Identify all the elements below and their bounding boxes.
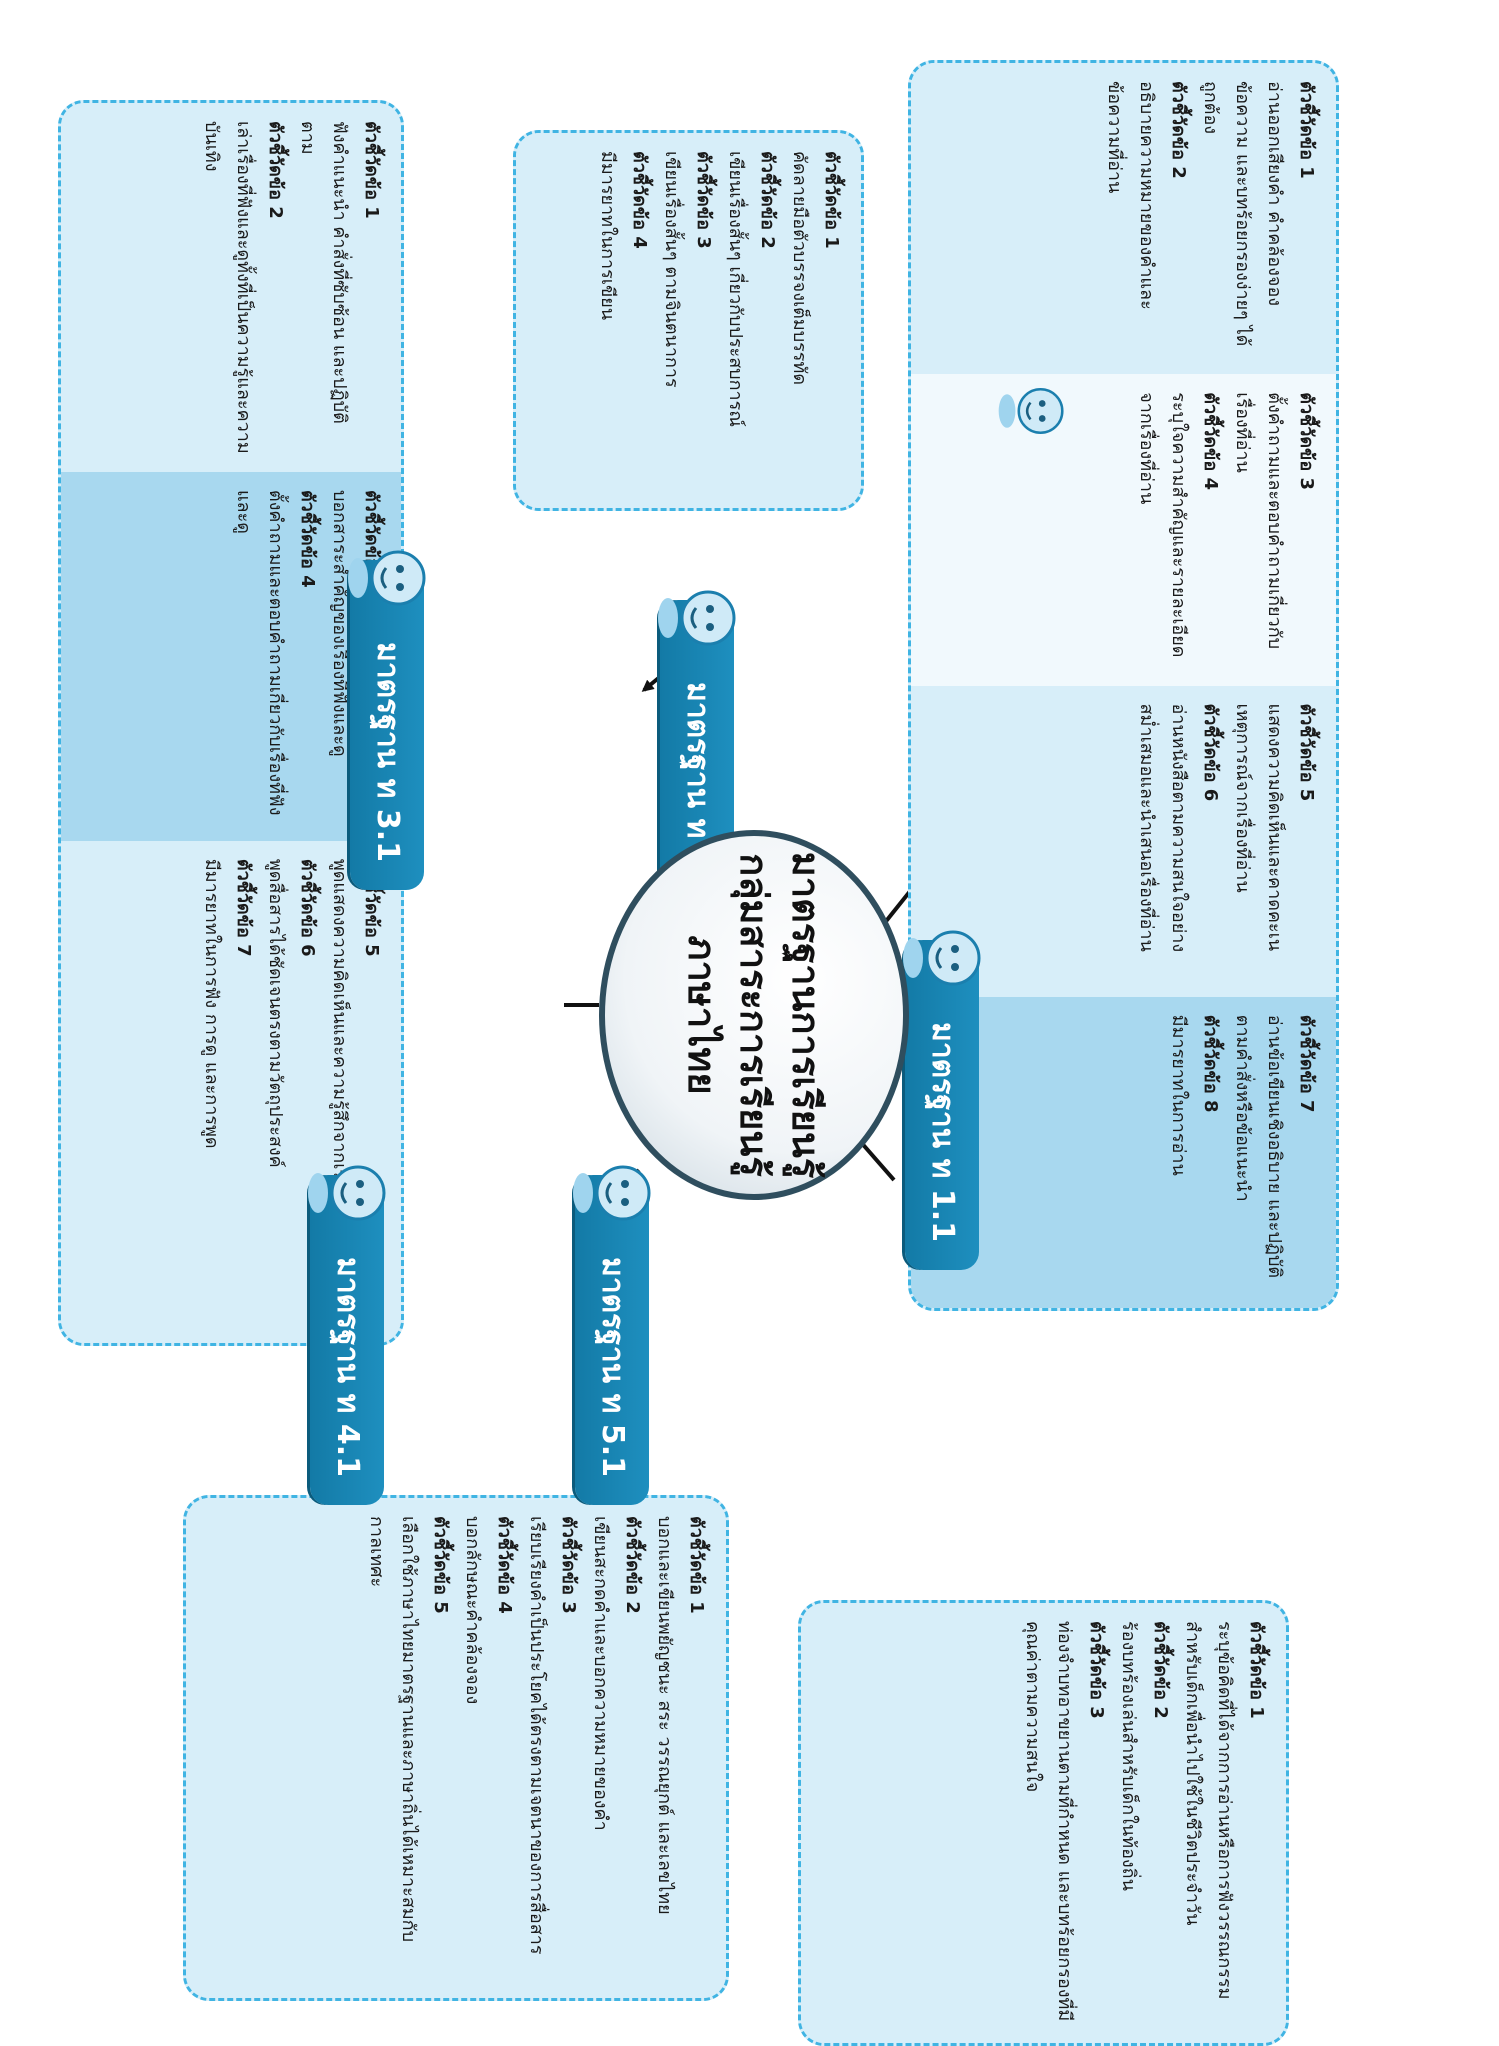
indicator-title: ตัวชี้วัดข้อ 2 (757, 151, 778, 249)
link-center-3-1 (857, 1138, 896, 1182)
indicator-text: มีมารยาทในการอ่าน (1168, 1014, 1189, 1176)
indicator-text: ท่องจำบทอาขยานตามที่กำหนด และบทร้อยกรองท… (1022, 1621, 1075, 2022)
indicator-title: ตัวชี้วัดข้อ 2 (622, 1516, 643, 1614)
indicator-text: บอกและเขียนพยัญชนะ สระ วรรณยุกต์ และเลขไ… (654, 1516, 675, 1915)
indicator-text: คัดลายมือตัวบรรจงเต็มบรรทัด (789, 151, 810, 386)
standard-2-1-box: ตัวชี้วัดข้อ 1 คัดลายมือตัวบรรจงเต็มบรรทั… (513, 130, 864, 511)
indicator-text: เลือกใช้ภาษาไทยมาตรฐานและภาษาถิ่นได้เหมา… (366, 1516, 419, 1943)
indicator-title: ตัวชี้วัดข้อ 1 (361, 121, 382, 219)
indicator-text: อ่านหนังสือตามความสนใจอย่างสม่ำเสมอและนำ… (1136, 703, 1189, 953)
indicator-title: ตัวชี้วัดข้อ 4 (494, 1516, 515, 1614)
indicator-title: ตัวชี้วัดข้อ 6 (1200, 703, 1221, 802)
indicator-title: ตัวชี้วัดข้อ 2 (1168, 81, 1189, 179)
indicator-text: บอกลักษณะคำคล้องจอง (462, 1516, 483, 1705)
indicator-title: ตัวชี้วัดข้อ 4 (629, 151, 650, 249)
indicator-text: ฟังคำแนะนำ คำสั่งที่ซับซ้อน และปฏิบัติตา… (297, 121, 350, 424)
mascot-icon (658, 590, 736, 646)
indicator-text: อธิบายความหมายของคำและข้อความที่อ่าน (1104, 81, 1157, 310)
indicator-col: ตัวชี้วัดข้อ 3 ตั้งคำถามและตอบคำถามเกี่ยว… (911, 374, 1336, 686)
indicator-col: ตัวชี้วัดข้อ 1 บอกและเขียนพยัญชนะ สระ วรร… (186, 1498, 726, 1998)
indicator-text: อ่านข้อเขียนเชิงอธิบาย และปฏิบัติตามคำสั… (1232, 1014, 1285, 1279)
indicator-title: ตัวชี้วัดข้อ 4 (1200, 392, 1221, 490)
indicator-col: ตัวชี้วัดข้อ 1 คัดลายมือตัวบรรจงเต็มบรรทั… (516, 133, 861, 508)
indicator-col: ตัวชี้วัดข้อ 1 ระบุข้อคิดที่ได้จากการอ่าน… (801, 1603, 1286, 2043)
indicator-title: ตัวชี้วัดข้อ 1 (821, 151, 842, 249)
center-title-line2: กลุ่มสาระการเรียนรู้ (732, 853, 777, 1177)
indicator-text: ระบุใจความสำคัญและรายละเอียดจากเรื่องที่… (1136, 392, 1189, 658)
standard-label: มาตรฐาน ท 5.1 (595, 1257, 630, 1477)
standard-label: มาตรฐาน ท 3.1 (370, 642, 405, 862)
indicator-text: ร้องบทร้องเล่นสำหรับเด็กในท้องถิ่น (1118, 1621, 1139, 1891)
indicator-text: มีมารยาทในการเขียน (597, 151, 618, 321)
standard-5-1-box: ตัวชี้วัดข้อ 1 ระบุข้อคิดที่ได้จากการอ่าน… (798, 1600, 1289, 2046)
indicator-col: ตัวชี้วัดข้อ 1 อ่านออกเสียงคำ คำคล้องจอง … (911, 63, 1336, 375)
standard-label: มาตรฐาน ท 1.1 (925, 1022, 960, 1242)
indicator-text: ตั้งคำถามและตอบคำถามเกี่ยวกับเรื่องที่อ่… (1232, 392, 1285, 650)
indicator-title: ตัวชี้วัดข้อ 1 (1296, 81, 1317, 179)
center-topic: มาตรฐานการเรียนรู้ กลุ่มสาระการเรียนรู้ … (599, 830, 909, 1200)
mascot-icon (573, 1165, 651, 1221)
indicator-title: ตัวชี้วัดข้อ 3 (558, 1516, 579, 1614)
indicator-title: ตัวชี้วัดข้อ 1 (1246, 1621, 1267, 1719)
indicator-title: ตัวชี้วัดข้อ 1 (686, 1516, 707, 1614)
mascot-icon (903, 930, 981, 986)
indicator-title: ตัวชี้วัดข้อ 8 (1200, 1014, 1221, 1113)
standard-4-1-badge: มาตรฐาน ท 4.1 (308, 1165, 386, 1505)
indicator-text: มีมารยาทในการฟัง การดู และการพูด (201, 858, 222, 1149)
center-title-line1: มาตรฐานการเรียนรู้ (784, 851, 829, 1179)
mascot-icon (998, 387, 1064, 435)
indicator-title: ตัวชี้วัดข้อ 3 (693, 151, 714, 249)
indicator-title: ตัวชี้วัดข้อ 5 (430, 1516, 451, 1614)
indicator-text: เขียนเรื่องสั้นๆ เกี่ยวกับประสบการณ์ (725, 151, 746, 427)
indicator-text: อ่านออกเสียงคำ คำคล้องจอง ข้อความ และบทร… (1200, 81, 1285, 347)
indicator-title: ตัวชี้วัดข้อ 2 (265, 121, 286, 219)
indicator-title: ตัวชี้วัดข้อ 3 (1296, 392, 1317, 490)
standard-3-1-badge: มาตรฐาน ท 3.1 (348, 550, 426, 890)
indicator-text: เขียนสะกดคำและบอกความหมายของคำ (590, 1516, 611, 1831)
indicator-text: แสดงความคิดเห็นและคาดคะเนเหตุการณ์จากเรื… (1232, 703, 1285, 952)
indicator-title: ตัวชี้วัดข้อ 7 (1296, 1014, 1317, 1113)
indicator-text: ตั้งคำถามและตอบคำถามเกี่ยวกับเรื่องที่ฟั… (233, 489, 286, 816)
standard-4-1-box: ตัวชี้วัดข้อ 1 บอกและเขียนพยัญชนะ สระ วรร… (183, 1495, 729, 2001)
indicator-col: ตัวชี้วัดข้อ 1 ฟังคำแนะนำ คำสั่งที่ซับซ้อ… (61, 103, 401, 472)
indicator-text: ระบุข้อคิดที่ได้จากการอ่านหรือการฟังวรรณ… (1182, 1621, 1235, 2000)
mascot-icon (308, 1165, 386, 1221)
mascot-icon (348, 550, 426, 606)
indicator-title: ตัวชี้วัดข้อ 3 (1086, 1621, 1107, 1719)
indicator-title: ตัวชี้วัดข้อ 4 (297, 489, 318, 588)
indicator-text: เล่าเรื่องที่ฟังและดูทั้งที่เป็นความรู้แ… (201, 121, 254, 454)
standard-2-1-badge: มาตรฐาน ท 2.1 (658, 590, 736, 930)
indicator-title: ตัวชี้วัดข้อ 5 (1296, 703, 1317, 802)
standard-label: มาตรฐาน ท 4.1 (330, 1257, 365, 1477)
standard-1-1-badge: มาตรฐาน ท 1.1 (903, 930, 981, 1270)
indicator-text: เรียบเรียงคำเป็นประโยคได้ตรงตามเจตนาของก… (526, 1516, 547, 1955)
indicator-title: ตัวชี้วัดข้อ 7 (233, 858, 254, 957)
indicator-title: ตัวชี้วัดข้อ 2 (1150, 1621, 1171, 1719)
center-title-line3: ภาษาไทย (680, 935, 725, 1095)
indicator-text: เขียนเรื่องสั้นๆ ตามจินตนาการ (661, 151, 682, 388)
standard-5-1-badge: มาตรฐาน ท 5.1 (573, 1165, 651, 1505)
indicator-text: พูดสื่อสารได้ชัดเจนตรงตามวัตถุประสงค์ (265, 858, 286, 1168)
